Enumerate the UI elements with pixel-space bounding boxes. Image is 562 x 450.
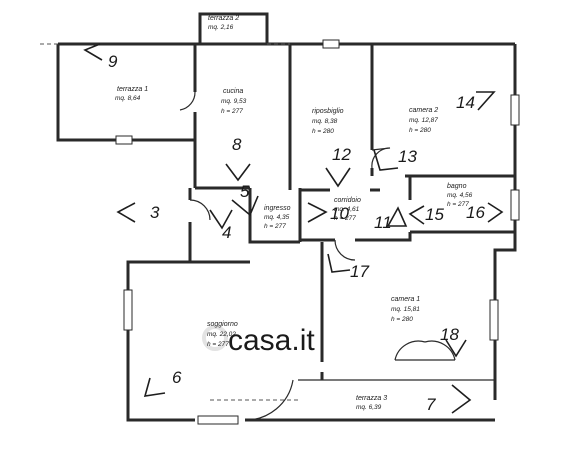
room-cucina: cucina mq. 9,53 h = 277 [221, 88, 247, 115]
marker-number: 9 [108, 52, 118, 71]
room-height: h = 277 [447, 201, 469, 208]
photo-marker-9[interactable]: 9 [83, 43, 118, 71]
view-angle-icon [476, 91, 496, 111]
view-angle-icon [225, 163, 251, 182]
room-name: riposbiglio [312, 108, 344, 115]
photo-marker-4[interactable]: 4 [209, 209, 233, 242]
marker-number: 3 [150, 203, 160, 222]
marker-number: 18 [440, 325, 459, 344]
marker-number: 10 [330, 204, 349, 223]
doors [179, 91, 456, 421]
room-area: mq. 6,39 [356, 404, 382, 411]
room-name: ingresso [264, 205, 291, 212]
photo-marker-6[interactable]: 6 [143, 368, 182, 397]
view-angle-icon [487, 202, 504, 223]
room-height: h = 280 [391, 316, 413, 323]
watermark-text: casa.it [228, 324, 315, 357]
marker-number: 7 [426, 395, 436, 414]
view-angle-icon [327, 253, 351, 273]
room-area: mq. 4,35 [264, 214, 290, 221]
marker-number: 6 [172, 368, 182, 387]
marker-number: 15 [425, 205, 444, 224]
view-angle-icon [231, 195, 259, 217]
room-area: mq. 8,64 [115, 95, 141, 102]
room-name: bagno [447, 183, 467, 190]
view-angle-icon [386, 206, 408, 227]
room-corridoio: corridoio mq. 4,61 h = 277 [334, 197, 361, 222]
photo-marker-5[interactable]: 5 [231, 182, 259, 217]
marker-number: 5 [240, 182, 250, 201]
room-camera-1: camera 1 mq. 15,81 h = 280 [391, 296, 420, 323]
photo-marker-12[interactable]: 12 [325, 145, 351, 188]
room-ripostiglio: riposbiglio mq. 8,38 h = 280 [312, 108, 344, 135]
view-angle-icon [209, 209, 233, 230]
room-height: h = 277 [264, 223, 286, 230]
marker-number: 4 [222, 223, 231, 242]
room-name: terrazza 1 [117, 86, 148, 93]
room-area: mq. 9,53 [221, 98, 247, 105]
view-angle-icon [373, 149, 399, 171]
walls [56, 12, 517, 422]
dashed-lines [40, 43, 298, 401]
room-terrazza-3: terrazza 3 mq. 6,39 [356, 395, 387, 411]
photo-marker-17[interactable]: 17 [327, 253, 369, 281]
room-name: camera 2 [409, 107, 438, 114]
photo-marker-13[interactable]: 13 [373, 147, 417, 171]
room-area: mq. 4,56 [447, 192, 473, 199]
marker-number: 13 [398, 147, 417, 166]
marker-number: 16 [466, 203, 485, 222]
view-angle-icon [83, 43, 103, 61]
photo-marker-3[interactable]: 3 [116, 202, 160, 223]
room-height: h = 277 [221, 108, 243, 115]
room-area: mq. 15,81 [391, 306, 420, 313]
room-name: cucina [223, 88, 243, 95]
photo-marker-11[interactable]: 11 [374, 206, 408, 232]
room-area: mq. 22,02 [207, 331, 236, 338]
room-area: mq. 4,61 [334, 206, 360, 213]
marker-number: 17 [350, 262, 369, 281]
room-height: h = 277 [334, 215, 356, 222]
photo-marker-18[interactable]: 18 [440, 325, 467, 358]
room-terrazza-2: terrazza 2 mq. 2,16 [208, 15, 239, 31]
view-angle-icon [116, 202, 136, 223]
photo-marker-15[interactable]: 15 [408, 205, 444, 225]
room-camera-2: camera 2 mq. 12,87 h = 280 [409, 107, 438, 134]
room-terrazza-1: terrazza 1 mq. 8,64 [115, 86, 148, 102]
room-area: mq. 8,38 [312, 118, 338, 125]
marker-number: 14 [456, 93, 475, 112]
photo-marker-10[interactable]: 10 [307, 202, 349, 223]
windows [115, 39, 520, 425]
photo-marker-8[interactable]: 8 [225, 135, 251, 182]
photo-marker-16[interactable]: 16 [466, 202, 504, 223]
watermark: casa.it [202, 324, 315, 357]
view-angle-icon [451, 384, 472, 414]
room-name: terrazza 2 [208, 15, 239, 22]
room-name: soggiorno [207, 321, 238, 328]
room-area: mq. 2,16 [208, 24, 234, 31]
room-name: corridoio [334, 197, 361, 204]
marker-number: 12 [332, 145, 351, 164]
room-bagno: bagno mq. 4,56 h = 277 [447, 183, 473, 208]
room-height: h = 280 [409, 127, 431, 134]
view-angle-icon [325, 167, 351, 188]
room-area: mq. 12,87 [409, 117, 438, 124]
photo-marker-14[interactable]: 14 [456, 91, 496, 112]
photo-marker-7[interactable]: 7 [426, 384, 472, 414]
room-ingresso: ingresso mq. 4,35 h = 277 [264, 205, 291, 230]
room-height: h = 280 [312, 128, 334, 135]
room-soggiorno: soggiorno mq. 22,02 h = 277 [207, 321, 238, 348]
room-name: camera 1 [391, 296, 420, 303]
view-angle-icon [143, 377, 166, 397]
marker-number: 11 [374, 213, 392, 232]
room-height: h = 277 [207, 341, 229, 348]
view-angle-icon [307, 202, 328, 223]
marker-number: 8 [232, 135, 242, 154]
room-name: terrazza 3 [356, 395, 387, 402]
view-angle-icon [445, 339, 467, 358]
view-angle-icon [408, 205, 425, 225]
